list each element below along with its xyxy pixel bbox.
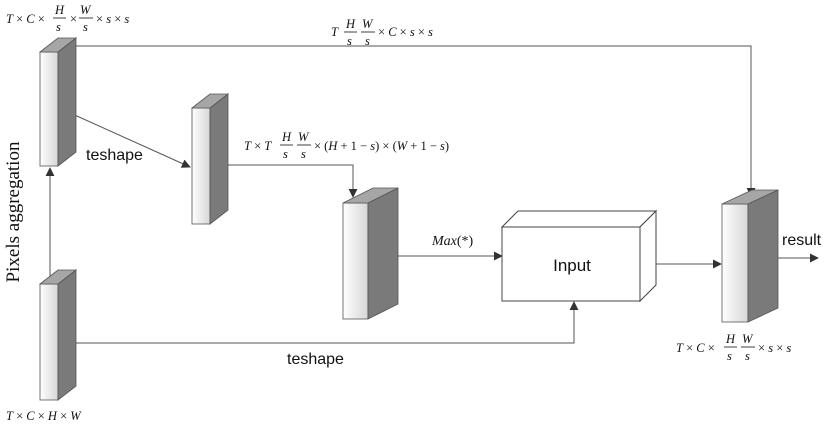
- svg-text:H: H: [725, 332, 736, 346]
- svg-text:×: ×: [70, 12, 77, 26]
- svg-text:T × C ×: T × C ×: [676, 341, 715, 355]
- svg-text:× (H + 1 − s) × (W + 1 − s): × (H + 1 − s) × (W + 1 − s): [314, 139, 449, 153]
- block1-tensor: [38, 37, 78, 167]
- svg-text:W: W: [298, 130, 310, 144]
- formula-block1-shape: T × C × H s × W s × s × s: [6, 3, 129, 34]
- svg-text:T: T: [331, 25, 339, 39]
- arrow-block2-to-block3: [210, 164, 358, 198]
- svg-text:s: s: [56, 20, 61, 34]
- arrow-top-path-to-result: [70, 45, 756, 197]
- svg-text:s: s: [347, 34, 352, 48]
- input-box-label: Input: [553, 256, 591, 275]
- input-box: [500, 209, 658, 303]
- formula-top-path-shape: T H s W s × C × s × s: [331, 17, 433, 48]
- teshape-lower-label: teshape: [287, 351, 344, 368]
- svg-text:H: H: [345, 17, 356, 31]
- svg-text:× s × s: × s × s: [758, 341, 791, 355]
- svg-text:T × C ×: T × C ×: [6, 12, 45, 26]
- svg-text:s: s: [727, 349, 732, 363]
- arrow-block1-to-block2: [67, 111, 191, 168]
- svg-text:× s × s: × s × s: [96, 12, 129, 26]
- svg-text:H: H: [281, 130, 292, 144]
- svg-text:T × T: T × T: [244, 139, 272, 153]
- svg-text:T × C × H × W: T × C × H × W: [6, 409, 82, 423]
- svg-text:s: s: [283, 147, 288, 161]
- formula-input-shape: T × C × H × W: [6, 409, 82, 423]
- svg-text:s: s: [365, 34, 370, 48]
- svg-text:× C × s × s: × C × s × s: [378, 25, 433, 39]
- input-tensor-block: [38, 269, 78, 401]
- result-label: result: [782, 232, 822, 249]
- block2-tensor: [190, 93, 230, 225]
- svg-text:s: s: [301, 147, 306, 161]
- formula-result-shape: T × C × H s W s × s × s: [676, 332, 791, 363]
- side-axis-label: Pixels aggregation: [3, 141, 24, 282]
- svg-text:s: s: [745, 349, 750, 363]
- svg-text:W: W: [80, 3, 92, 17]
- max-op-label: Max(*): [431, 234, 474, 249]
- result-tensor-block: [721, 189, 779, 323]
- connectors: [45, 45, 819, 344]
- svg-text:s: s: [83, 20, 88, 34]
- teshape-upper-label: teshape: [86, 147, 143, 164]
- svg-text:H: H: [54, 3, 65, 17]
- svg-text:W: W: [742, 332, 754, 346]
- formula-block2-shape: T × T H s W s × (H + 1 − s) × (W + 1 − s…: [244, 130, 449, 161]
- svg-text:W: W: [362, 17, 374, 31]
- block3-tensor: [342, 187, 399, 320]
- arrow-input-to-input-box: [70, 301, 579, 344]
